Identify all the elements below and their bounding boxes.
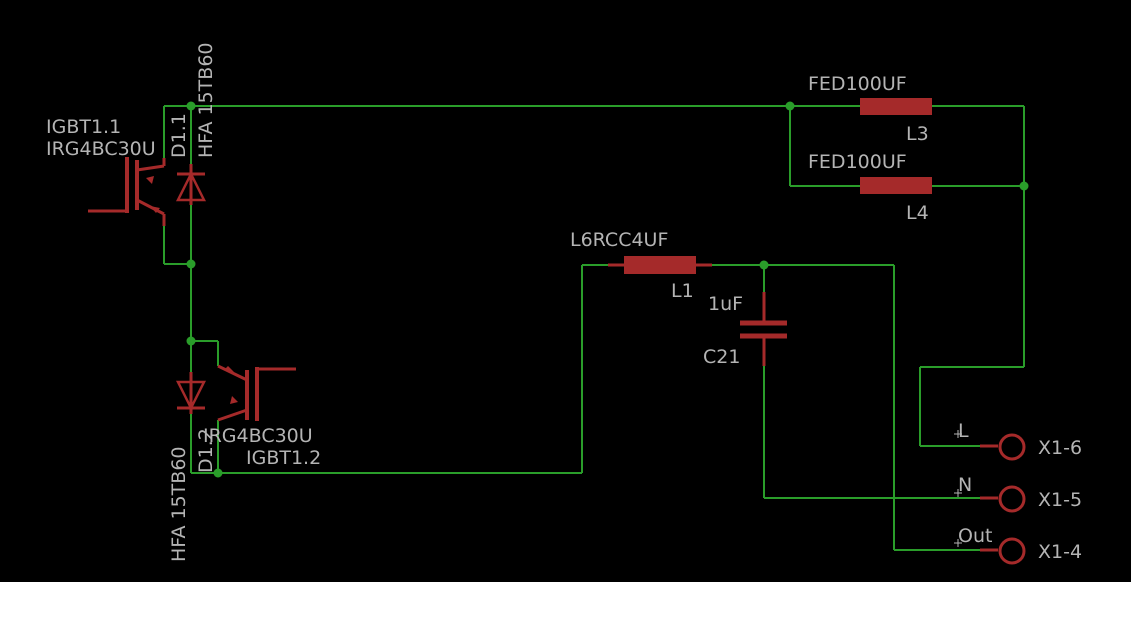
inductor-l1[interactable]	[608, 256, 712, 274]
diode-d2[interactable]	[175, 372, 207, 414]
label-x1-6: X1-6	[1038, 437, 1082, 459]
label-l3-name: L3	[906, 123, 929, 145]
connector-x1-5[interactable]	[980, 485, 1026, 513]
label-l4-name: L4	[906, 202, 929, 224]
junction-igbt2	[186, 336, 196, 346]
label-igbt2-name: IGBT1.2	[246, 447, 321, 469]
label-d1-name: D1.1	[168, 113, 190, 158]
label-x1-4: X1-4	[1038, 541, 1082, 563]
label-pin-l: L	[958, 420, 969, 442]
junction-c21	[759, 260, 769, 270]
label-x1-5: X1-5	[1038, 489, 1082, 511]
label-pin-out: Out	[958, 525, 992, 547]
label-origin-marks	[954, 430, 962, 547]
junctions	[186, 101, 1029, 478]
junction-top-d1	[186, 101, 196, 111]
schematic-canvas[interactable]	[0, 0, 1131, 582]
label-l3-value: FED100UF	[808, 73, 907, 95]
label-l4-value: FED100UF	[808, 151, 907, 173]
label-d2-name: D1.2	[195, 428, 217, 473]
label-c21-value: 1uF	[708, 293, 743, 315]
junction-right-l4	[1019, 181, 1029, 191]
igbt-igbt1-2[interactable]	[217, 364, 296, 422]
label-igbt1-name: IGBT1.1	[46, 116, 121, 138]
inductor-l3[interactable]	[860, 98, 932, 115]
diode-d1[interactable]	[175, 164, 207, 205]
label-pin-n: N	[958, 474, 972, 496]
junction-midpoint	[186, 259, 196, 269]
label-d1-value: HFA 15TB60	[195, 42, 217, 158]
wires	[163, 105, 1025, 551]
capacitor-c21[interactable]	[740, 292, 787, 366]
connector-x1-6[interactable]	[980, 433, 1026, 461]
inductor-l4[interactable]	[860, 177, 932, 194]
label-c21-name: C21	[703, 346, 740, 368]
igbt-igbt1-1[interactable]	[88, 157, 166, 226]
label-l1-name: L1	[671, 280, 694, 302]
connector-x1-4[interactable]	[980, 537, 1026, 565]
label-igbt2-value: IRG4BC30U	[203, 425, 313, 447]
junction-bottom	[213, 468, 223, 478]
label-l1-value: L6RCC4UF	[570, 229, 668, 251]
label-igbt1-value: IRG4BC30U	[46, 138, 156, 160]
labels: IGBT1.1 IRG4BC30U D1.1 HFA 15TB60 FED100…	[46, 42, 1082, 563]
junction-top-l4	[785, 101, 795, 111]
label-d2-value: HFA 15TB60	[168, 446, 190, 562]
